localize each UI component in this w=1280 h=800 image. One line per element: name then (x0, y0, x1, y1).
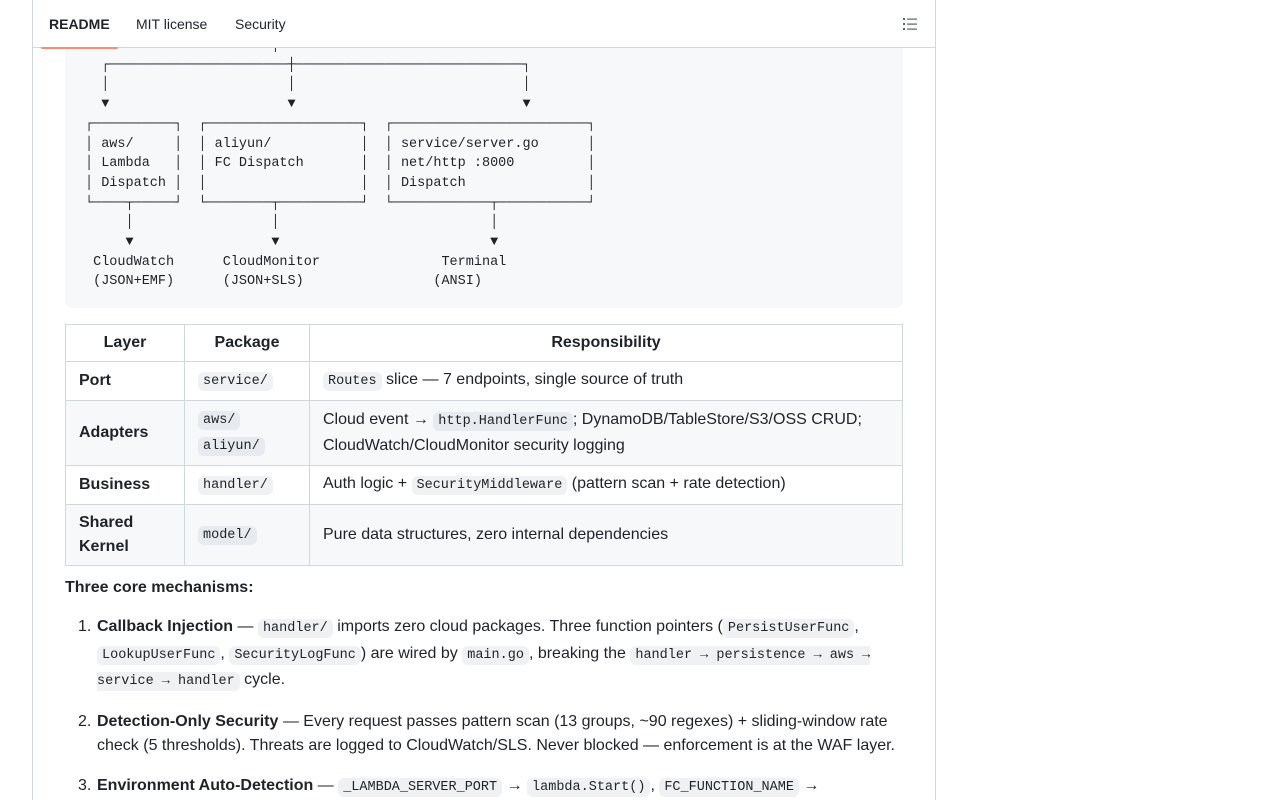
mechanism-text: , (854, 618, 859, 635)
mechanism-text: → (798, 776, 820, 794)
list-item: 1. Callback Injection — handler/ imports … (65, 615, 903, 695)
responsibility-text: Auth logic + (323, 475, 412, 492)
responsibility-text: slice — 7 endpoints, single source of tr… (381, 371, 684, 388)
tab-readme[interactable]: README (41, 0, 118, 49)
package-code: aws/ (198, 411, 241, 430)
table-header-row: Layer Package Responsibility (65, 324, 903, 362)
mechanism-text: — Every request passes pattern scan (13 … (97, 712, 895, 755)
header-responsibility: Responsibility (309, 324, 903, 362)
tab-security-label: Security (235, 16, 286, 32)
mechanism-code: main.go (462, 645, 529, 665)
table-row: Adapters aws/aliyun/ Cloud event → http.… (65, 400, 903, 466)
cell-layer: Port (65, 361, 185, 401)
cell-responsibility: Routes slice — 7 endpoints, single sourc… (309, 361, 903, 401)
mechanisms-list: 1. Callback Injection — handler/ imports … (65, 615, 903, 800)
outline-button[interactable] (894, 8, 926, 40)
mechanism-text: — (233, 618, 258, 635)
active-tab-underline (41, 47, 118, 49)
cell-responsibility: Auth logic + SecurityMiddleware (pattern… (309, 465, 903, 505)
responsibility-text: (pattern scan + rate detection) (567, 475, 786, 492)
mechanism-text: , (650, 776, 660, 794)
mechanism-title: Detection-Only Security (97, 712, 279, 730)
responsibility-code: SecurityMiddleware (411, 476, 568, 495)
table-row: Business handler/ Auth logic + SecurityM… (65, 465, 903, 505)
mechanism-text: , breaking the (528, 644, 631, 662)
mechanism-code: LookupUserFunc (97, 645, 221, 665)
responsibility-text: Cloud event → (323, 411, 434, 428)
table-row: Shared Kernel model/ Pure data structure… (65, 504, 903, 566)
mechanism-text: imports zero cloud packages. Three funct… (332, 618, 723, 635)
architecture-table: Layer Package Responsibility Port servic… (65, 324, 903, 566)
cell-responsibility: Pure data structures, zero internal depe… (309, 504, 903, 566)
package-code: handler/ (198, 476, 273, 495)
cell-package: service/ (184, 361, 310, 401)
tab-readme-label: README (49, 16, 110, 32)
header-package: Package (184, 324, 310, 362)
list-number: 1. (78, 618, 92, 635)
mechanism-text: — (313, 776, 339, 794)
list-item: 3. Environment Auto-Detection — _LAMBDA_S… (65, 774, 903, 800)
cell-layer: Adapters (65, 400, 185, 466)
mechanism-title: Environment Auto-Detection (97, 776, 314, 794)
responsibility-code: http.HandlerFunc (433, 412, 573, 431)
mechanisms-heading: Three core mechanisms: (65, 579, 254, 596)
package-code: service/ (198, 372, 273, 391)
tab-mit-license[interactable]: MIT license (136, 0, 207, 48)
list-number: 2. (78, 712, 92, 730)
mechanism-text: , (220, 644, 230, 662)
readme-tab-bar: README MIT license Security (33, 0, 935, 49)
package-code: aliyun/ (198, 437, 265, 456)
architecture-diagram-block: │ ┌──────────────────────┼──────────────… (65, 0, 903, 308)
list-unordered-icon (903, 18, 917, 30)
cell-package: model/ (184, 504, 310, 566)
list-number: 3. (78, 776, 92, 794)
mechanism-code: lambda.Start() (527, 777, 651, 797)
readme-panel: README MIT license Security │ ┌─── (32, 0, 936, 800)
responsibility-code: Routes (323, 372, 382, 391)
responsibility-text: ; DynamoDB/TableStore/S3/OSS CRUD; Cloud… (323, 411, 862, 454)
architecture-diagram: │ ┌──────────────────────┼──────────────… (85, 38, 596, 290)
mechanism-code: _LAMBDA_SERVER_PORT (338, 777, 503, 797)
package-code: model/ (198, 526, 257, 545)
mechanism-text: ) are wired by (360, 644, 463, 662)
cell-package: aws/aliyun/ (184, 400, 310, 466)
mechanism-text: cycle. (239, 671, 286, 688)
mechanism-code: FC_FUNCTION_NAME (659, 777, 799, 797)
header-layer: Layer (65, 324, 185, 362)
mechanism-code: SecurityLogFunc (229, 645, 361, 665)
cell-responsibility: Cloud event → http.HandlerFunc; DynamoDB… (309, 400, 903, 466)
cell-layer: Shared Kernel (65, 504, 185, 566)
mechanism-title: Callback Injection (97, 618, 234, 635)
table-row: Port service/ Routes slice — 7 endpoints… (65, 361, 903, 401)
cell-layer: Business (65, 465, 185, 505)
mechanism-code: PersistUserFunc (722, 619, 855, 638)
list-item: 2. Detection-Only Security — Every reques… (65, 710, 903, 759)
cell-package: handler/ (184, 465, 310, 505)
mechanism-code: handler/ (257, 619, 333, 638)
tab-security[interactable]: Security (235, 0, 286, 48)
mechanism-text: → (502, 776, 528, 794)
tab-mit-license-label: MIT license (136, 16, 208, 32)
